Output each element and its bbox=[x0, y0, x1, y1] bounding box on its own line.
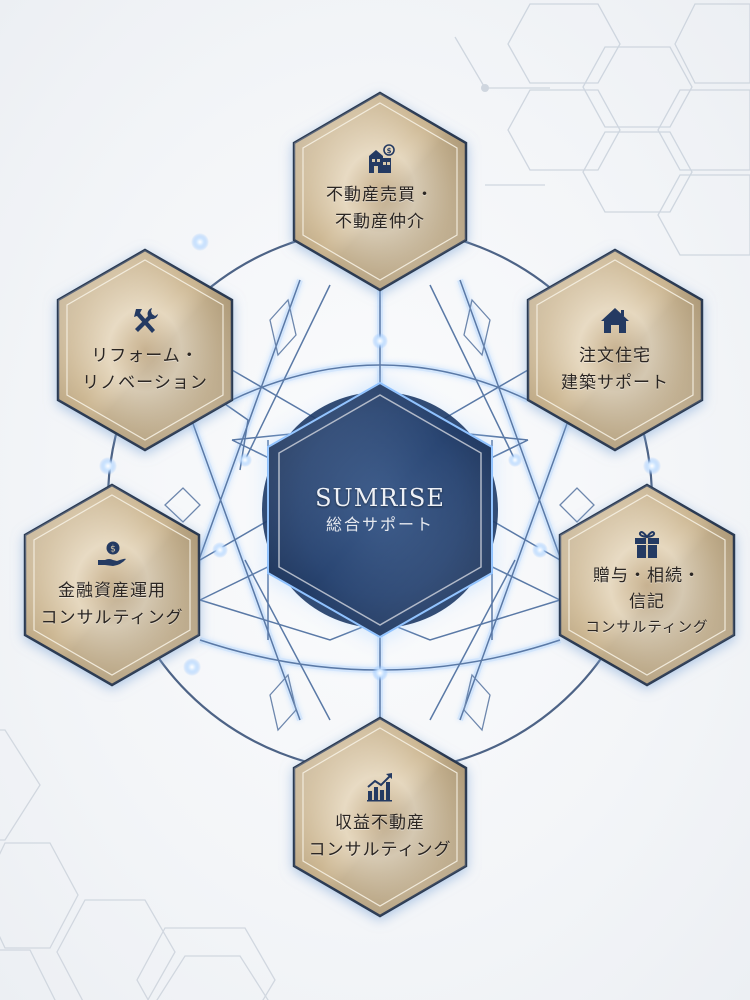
service-label-line-2: 不動産仲介 bbox=[335, 212, 425, 232]
service-real-estate-trading[interactable]: $ 不動産売買・ 不動産仲介 bbox=[294, 110, 466, 270]
center-sumrise-label[interactable]: SUMRISE 総合サポート bbox=[268, 465, 492, 555]
bg-hex-grid-top-right bbox=[454, 3, 750, 256]
service-label-line-2: リノベーション bbox=[82, 372, 208, 393]
service-label-line-2: 建築サポート bbox=[561, 372, 669, 393]
hex-reform-renovation bbox=[56, 248, 234, 452]
hex-financial-asset bbox=[23, 483, 201, 687]
service-label-line-2: 信記 bbox=[628, 592, 665, 612]
gift-icon bbox=[635, 531, 659, 558]
service-label-line-1: 収益不動産 bbox=[334, 813, 425, 833]
service-income-property[interactable]: 収益不動産 コンサルティング bbox=[294, 738, 466, 898]
service-label-line-3: コンサルティング bbox=[585, 620, 709, 636]
bar-chart-up-icon bbox=[367, 773, 392, 802]
house-icon bbox=[601, 307, 629, 333]
hex-gift-inheritance bbox=[558, 483, 736, 687]
svg-text:$: $ bbox=[110, 544, 116, 554]
service-label-line-2: コンサルティング bbox=[40, 607, 184, 628]
hand-coin-icon: $ bbox=[98, 541, 126, 566]
tools-icon bbox=[134, 307, 158, 333]
service-custom-home[interactable]: 注文住宅 建築サポート bbox=[528, 268, 702, 433]
service-label-line-1: 金融資産運用 bbox=[57, 580, 166, 601]
brand-subtitle: 総合サポート bbox=[325, 515, 434, 534]
hex-income-property bbox=[292, 716, 468, 918]
service-label-line-1: リフォーム・ bbox=[91, 345, 199, 366]
bg-hex-grid-bottom-left bbox=[0, 729, 276, 1000]
service-financial-asset[interactable]: $ 金融資産運用 コンサルティング bbox=[25, 503, 199, 668]
hex-real-estate-trading bbox=[292, 91, 468, 292]
service-label-line-1: 贈与・相続・ bbox=[592, 566, 701, 586]
hex-custom-home bbox=[526, 248, 704, 452]
brand-title: SUMRISE bbox=[315, 484, 445, 512]
service-label-line-2: コンサルティング bbox=[308, 840, 452, 860]
service-gift-inheritance-trust[interactable]: 贈与・相続・ 信記 コンサルティング bbox=[560, 500, 734, 670]
service-label-line-1: 注文住宅 bbox=[579, 345, 651, 366]
hex-center-sumrise bbox=[262, 381, 498, 639]
svg-text:$: $ bbox=[387, 147, 392, 155]
service-label-line-1: 不動産売買・ bbox=[326, 185, 434, 205]
service-reform-renovation[interactable]: リフォーム・ リノベーション bbox=[58, 268, 232, 433]
building-dollar-icon: $ bbox=[369, 144, 395, 173]
